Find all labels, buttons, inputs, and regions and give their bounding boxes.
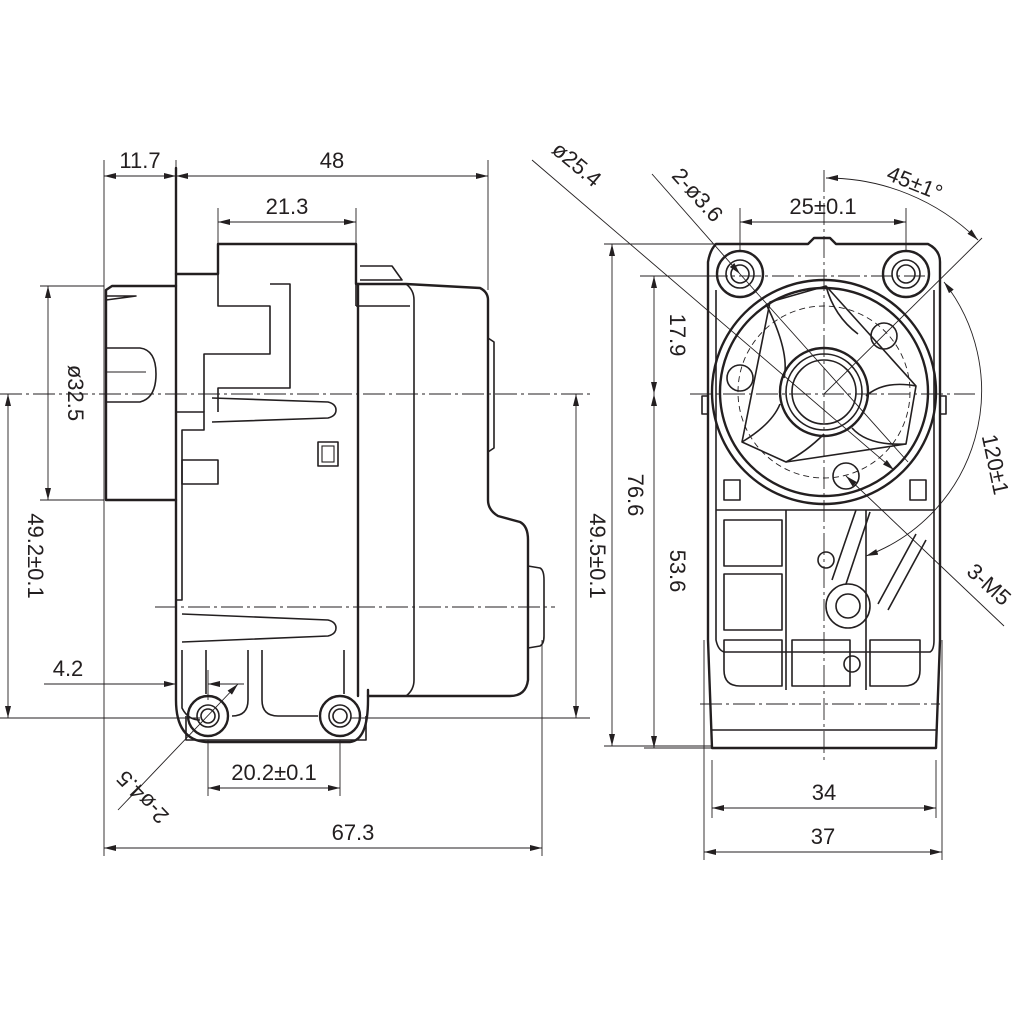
dim-bolt-circle: ø25.4 [547,137,606,192]
dim-top-block: 21.3 [266,194,309,219]
dim-outer-width: 37 [811,824,835,849]
front-view: 25±0.1 17.9 76.6 53.6 34 37 ø25.4 2-ø3.6… [531,137,1015,860]
dim-upper-height: 17.9 [665,314,690,357]
dim-angle-top: 45±1° [883,161,946,206]
dim-inner-width: 34 [812,780,836,805]
dim-height-right: 49.5±0.1 [585,513,610,598]
dim-mount-holes: 2-ø4.5 [112,766,174,829]
side-view: 11.7 48 21.3 ø32.5 49.2±0.1 49.5±0.1 4.2… [0,148,610,856]
dim-overhang: 11.7 [119,148,160,173]
dim-body-length: 48 [320,148,344,173]
dim-shaft-diameter: ø32.5 [63,365,88,421]
dim-top-hole-spacing: 25±0.1 [789,194,856,219]
dim-height-left: 49.2±0.1 [23,513,48,598]
dim-overall-length: 67.3 [332,820,375,845]
dim-foot-offset: 4.2 [53,656,84,681]
output-shaft [104,284,178,502]
dim-top-holes: 2-ø3.6 [667,163,728,227]
dim-angle-side: 120±1 [977,432,1014,497]
dim-lower-height: 53.6 [665,550,690,593]
dim-hole-spacing: 20.2±0.1 [231,760,316,785]
dim-threads: 3-M5 [962,558,1015,610]
gearbox-housing-side [174,166,545,744]
dim-total-height: 76.6 [623,474,648,517]
